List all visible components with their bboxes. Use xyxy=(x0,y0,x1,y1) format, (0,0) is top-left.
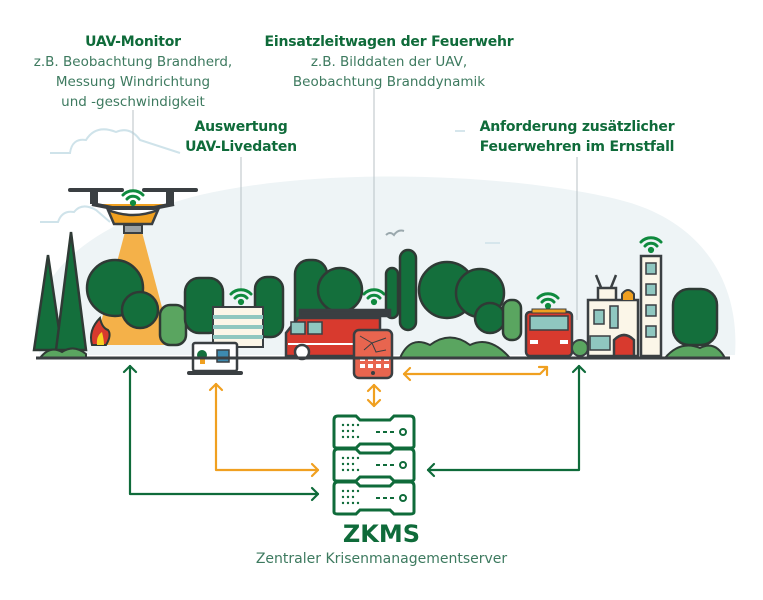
cloud-icon xyxy=(40,128,181,223)
anforderung-title-line-2: Feuerwehren im Ernstfall xyxy=(479,139,675,155)
connection-arrows-green xyxy=(122,364,587,502)
auswertung-title-line-2: UAV-Livedaten xyxy=(185,139,297,155)
cloud-lines xyxy=(455,128,500,244)
label-uav-monitor: UAV-Monitor z.B. Beobachtung Brandherd, … xyxy=(33,32,233,112)
arrow-station-server xyxy=(426,364,581,472)
uav-monitor-line-3: und -geschwindigkeit xyxy=(61,94,205,110)
fire-icon xyxy=(90,315,111,346)
einsatzleitwagen-line-2: Beobachtung Branddynamik xyxy=(292,74,486,90)
anforderung-title-line-1: Anforderung zusätzlicher xyxy=(479,119,675,135)
small-bush xyxy=(571,339,589,357)
label-auswertung: Auswertung UAV-Livedaten xyxy=(176,117,306,157)
arrow-laptop-server xyxy=(214,382,320,472)
server-stack-icon xyxy=(332,414,416,516)
connection-arrows-orange xyxy=(208,365,549,478)
office-building xyxy=(212,306,264,348)
label-anforderung: Anforderung zusätzlicher Feuerwehren im … xyxy=(474,117,680,157)
auswertung-title-line-1: Auswertung xyxy=(194,119,288,135)
label-einsatzleitwagen: Einsatzleitwagen der Feuerwehr z.B. Bild… xyxy=(264,32,514,92)
wifi-icons xyxy=(121,189,663,310)
building-icon xyxy=(586,254,663,358)
drone-icon xyxy=(68,188,198,234)
bird-icon xyxy=(385,229,405,237)
server-name: ZKMS xyxy=(342,520,421,548)
fire-truck-icon xyxy=(524,308,574,358)
einsatzleitwagen-title: Einsatzleitwagen der Feuerwehr xyxy=(264,34,514,50)
uav-monitor-line-1: z.B. Beobachtung Brandherd, xyxy=(33,54,233,70)
leader-lines xyxy=(132,88,578,320)
tablet-icon xyxy=(352,328,394,380)
arrow-tablet-truck xyxy=(402,365,549,376)
einsatzleitwagen-line-1: z.B. Bilddaten der UAV, xyxy=(310,54,468,70)
uav-monitor-line-2: Messung Windrichtung xyxy=(55,74,211,90)
server-description: Zentraler Krisenmanagementserver xyxy=(255,551,508,567)
arrow-uav-server xyxy=(128,364,320,496)
uav-monitor-title: UAV-Monitor xyxy=(85,34,181,50)
